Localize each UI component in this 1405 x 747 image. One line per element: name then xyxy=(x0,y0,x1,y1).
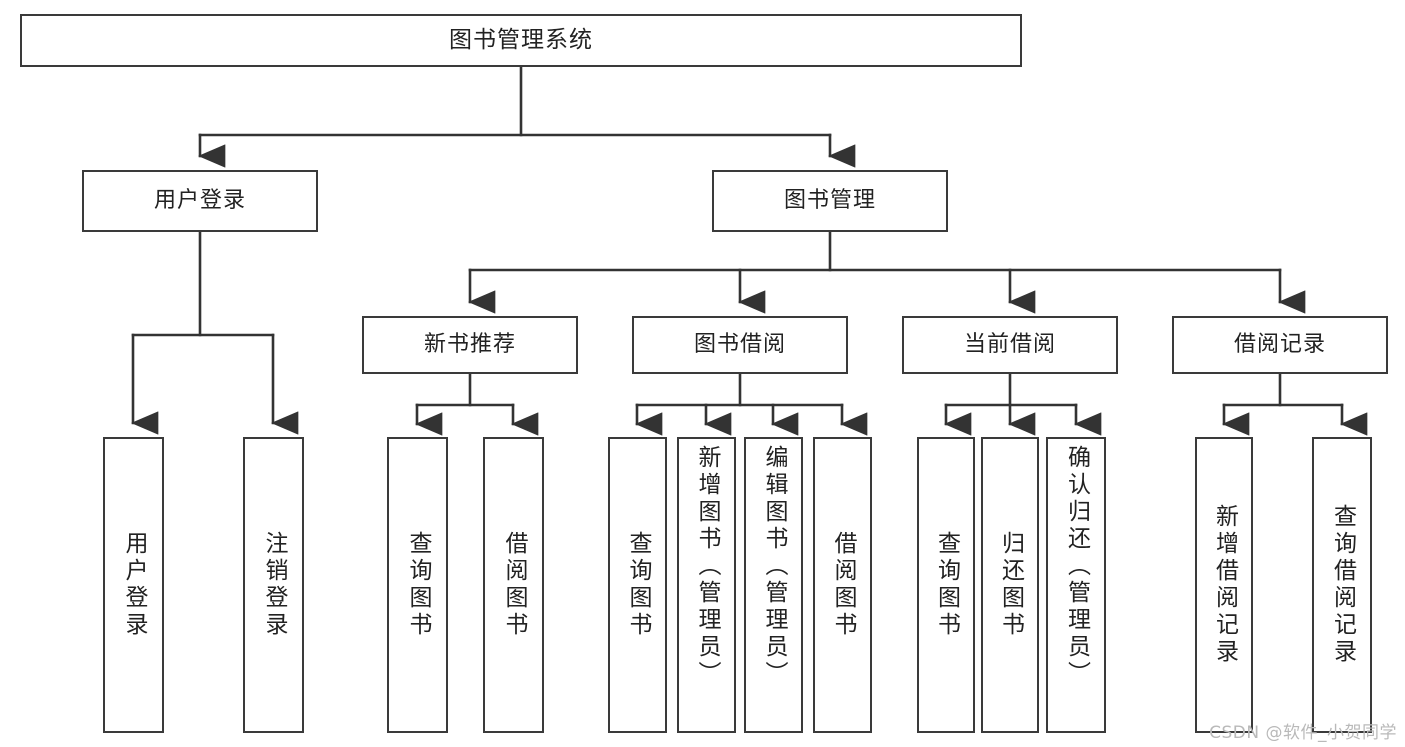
node-borrow-record[interactable]: 借阅记录 xyxy=(1172,316,1388,374)
node-label: 借阅图书 xyxy=(501,531,527,639)
leaf-add-borrow-record[interactable]: 新增借阅记录 xyxy=(1195,437,1253,733)
leaf-add-book[interactable]: 新增图书（管理员） xyxy=(677,437,736,733)
node-label: 注销登录 xyxy=(261,531,287,639)
leaf-return-book[interactable]: 归还图书 xyxy=(981,437,1039,733)
leaf-borrow-book-recommend[interactable]: 借阅图书 xyxy=(483,437,544,733)
node-label: 查询借阅记录 xyxy=(1329,504,1356,666)
leaf-user-login[interactable]: 用户登录 xyxy=(103,437,164,733)
node-new-book-recommend[interactable]: 新书推荐 xyxy=(362,316,578,374)
node-label: 图书管理系统 xyxy=(449,26,593,53)
node-label: 编辑图书（管理员） xyxy=(761,445,787,688)
leaf-query-book-borrow[interactable]: 查询图书 xyxy=(608,437,667,733)
node-label: 查询图书 xyxy=(405,531,431,639)
node-label: 用户登录 xyxy=(153,188,246,214)
node-label: 用户登录 xyxy=(121,531,147,639)
leaf-confirm-return[interactable]: 确认归还（管理员） xyxy=(1046,437,1106,733)
node-user-login[interactable]: 用户登录 xyxy=(82,170,318,232)
node-label: 借阅图书 xyxy=(830,531,856,639)
node-label: 查询图书 xyxy=(933,531,960,639)
node-book-manage[interactable]: 图书管理 xyxy=(712,170,948,232)
node-label: 新增借阅记录 xyxy=(1211,504,1238,666)
node-label: 当前借阅 xyxy=(963,332,1056,358)
leaf-query-book-recommend[interactable]: 查询图书 xyxy=(387,437,448,733)
node-label: 借阅记录 xyxy=(1233,332,1326,358)
node-label: 图书管理 xyxy=(783,188,876,214)
node-label: 归还图书 xyxy=(997,531,1024,639)
node-label: 确认归还（管理员） xyxy=(1063,445,1090,688)
node-current-borrow[interactable]: 当前借阅 xyxy=(902,316,1118,374)
leaf-logout-login[interactable]: 注销登录 xyxy=(243,437,304,733)
leaf-query-borrow-record[interactable]: 查询借阅记录 xyxy=(1312,437,1372,733)
leaf-edit-book[interactable]: 编辑图书（管理员） xyxy=(744,437,803,733)
node-book-borrow[interactable]: 图书借阅 xyxy=(632,316,848,374)
node-label: 新增图书（管理员） xyxy=(694,445,720,688)
leaf-query-book-current[interactable]: 查询图书 xyxy=(917,437,975,733)
node-root-system[interactable]: 图书管理系统 xyxy=(20,14,1022,67)
node-label: 图书借阅 xyxy=(693,332,786,358)
node-label: 新书推荐 xyxy=(423,332,516,358)
csdn-watermark: CSDN @软件_小贺同学 xyxy=(1209,723,1397,743)
node-label: 查询图书 xyxy=(625,531,651,639)
leaf-borrow-book[interactable]: 借阅图书 xyxy=(813,437,872,733)
